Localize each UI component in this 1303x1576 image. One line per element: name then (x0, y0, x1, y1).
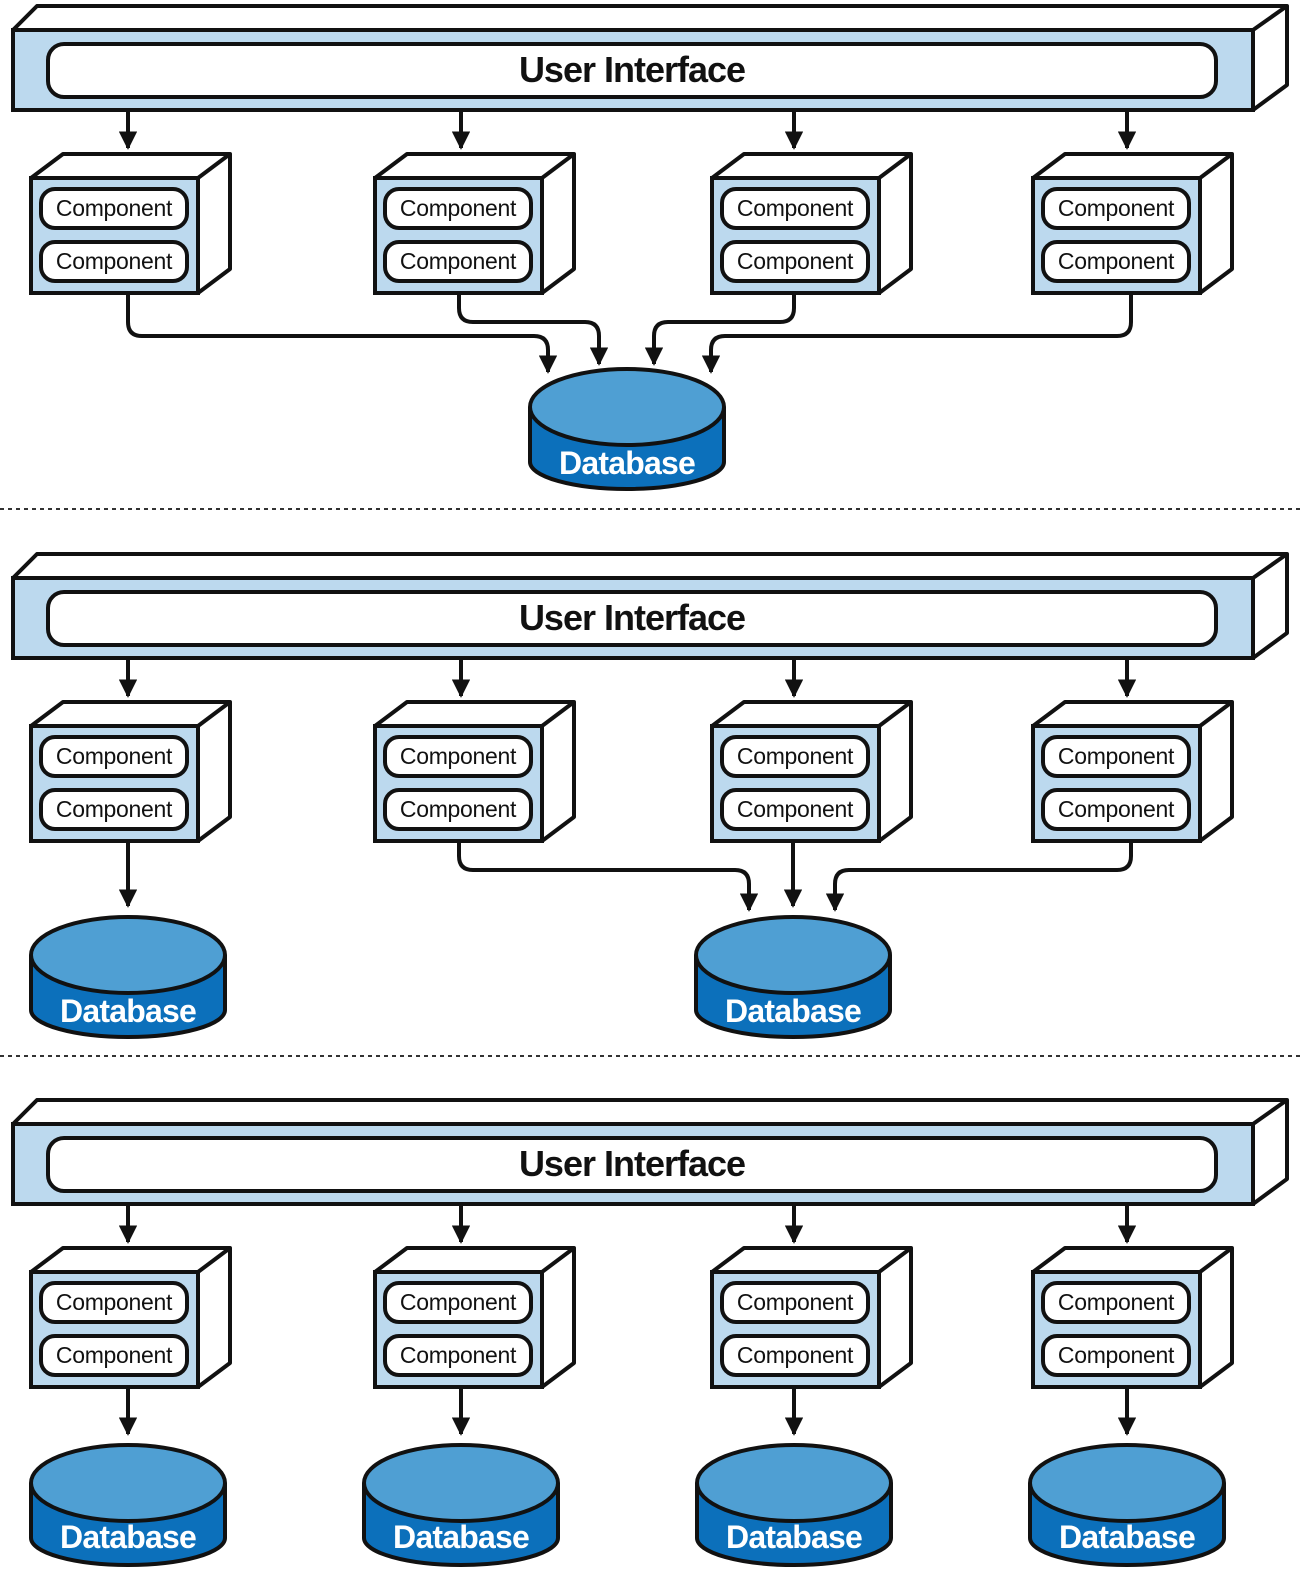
component-pill (39, 735, 189, 778)
component-label: Component (400, 195, 517, 221)
component-label: Component (1058, 195, 1175, 221)
database: Database (528, 367, 726, 491)
component-label: Component (400, 743, 517, 769)
component-label: Component (737, 1342, 854, 1368)
service-box: Component Component (1031, 700, 1234, 843)
panel-database-per-service: User Interface Component Component Compo… (11, 1098, 1289, 1567)
component-pill (720, 1281, 870, 1324)
component-pill (1041, 788, 1191, 831)
database-label: Database (393, 1519, 529, 1555)
component-label: Component (737, 796, 854, 822)
database-label: Database (60, 1519, 196, 1555)
component-label: Component (1058, 743, 1175, 769)
database: Database (1028, 1443, 1226, 1567)
service-box: Component Component (710, 152, 913, 295)
user-interface-bar: User Interface (11, 552, 1289, 660)
database: Database (29, 915, 227, 1039)
panel-partially-shared-databases: User Interface Component Component Compo… (11, 552, 1289, 1039)
component-label: Component (56, 1289, 173, 1315)
component-pill (720, 187, 870, 230)
database-label: Database (725, 993, 861, 1029)
service-box: Component Component (710, 700, 913, 843)
component-label: Component (1058, 1289, 1175, 1315)
user-interface-label: User Interface (519, 1143, 745, 1184)
service-box: Component Component (373, 700, 576, 843)
service-box: Component Component (373, 1246, 576, 1389)
service-to-database-arrows (118, 1387, 1137, 1436)
database: Database (694, 915, 892, 1039)
user-interface-label: User Interface (519, 49, 745, 90)
component-pill (720, 240, 870, 283)
component-label: Component (56, 195, 173, 221)
ui-to-service-arrows (118, 112, 1137, 150)
service-box: Component Component (29, 700, 232, 843)
database-label: Database (60, 993, 196, 1029)
component-pill (39, 240, 189, 283)
database-label: Database (1059, 1519, 1195, 1555)
component-label: Component (56, 743, 173, 769)
component-pill (383, 788, 533, 831)
component-pill (383, 735, 533, 778)
component-label: Component (400, 248, 517, 274)
component-pill (720, 735, 870, 778)
service-to-database-arrows (126, 293, 1133, 374)
component-pill (383, 1334, 533, 1377)
database-label: Database (726, 1519, 862, 1555)
service-box: Component Component (29, 1246, 232, 1389)
component-pill (383, 187, 533, 230)
ui-to-service-arrows (118, 660, 1137, 698)
service-box: Component Component (373, 152, 576, 295)
component-label: Component (56, 796, 173, 822)
component-pill (39, 187, 189, 230)
database-label: Database (559, 445, 695, 481)
component-label: Component (1058, 796, 1175, 822)
component-label: Component (737, 743, 854, 769)
component-label: Component (1058, 248, 1175, 274)
component-label: Component (56, 1342, 173, 1368)
component-pill (720, 788, 870, 831)
component-pill (1041, 187, 1191, 230)
component-pill (383, 240, 533, 283)
database: Database (29, 1443, 227, 1567)
user-interface-label: User Interface (519, 597, 745, 638)
component-label: Component (737, 1289, 854, 1315)
component-pill (39, 1334, 189, 1377)
component-label: Component (737, 248, 854, 274)
user-interface-bar: User Interface (11, 4, 1289, 112)
ui-to-service-arrows (118, 1206, 1137, 1244)
service-box: Component Component (710, 1246, 913, 1389)
component-pill (720, 1334, 870, 1377)
database: Database (362, 1443, 560, 1567)
component-label: Component (400, 1342, 517, 1368)
component-pill (1041, 1281, 1191, 1324)
component-pill (39, 788, 189, 831)
service-box: Component Component (1031, 152, 1234, 295)
panel-shared-database: User Interface Component Component Compo… (11, 4, 1289, 491)
component-label: Component (737, 195, 854, 221)
database: Database (695, 1443, 893, 1567)
component-label: Component (400, 1289, 517, 1315)
component-pill (39, 1281, 189, 1324)
component-label: Component (56, 248, 173, 274)
service-to-database-arrows (118, 841, 1133, 912)
component-label: Component (1058, 1342, 1175, 1368)
component-pill (383, 1281, 533, 1324)
component-label: Component (400, 796, 517, 822)
component-pill (1041, 1334, 1191, 1377)
component-pill (1041, 240, 1191, 283)
user-interface-bar: User Interface (11, 1098, 1289, 1206)
service-box: Component Component (29, 152, 232, 295)
component-pill (1041, 735, 1191, 778)
service-box: Component Component (1031, 1246, 1234, 1389)
